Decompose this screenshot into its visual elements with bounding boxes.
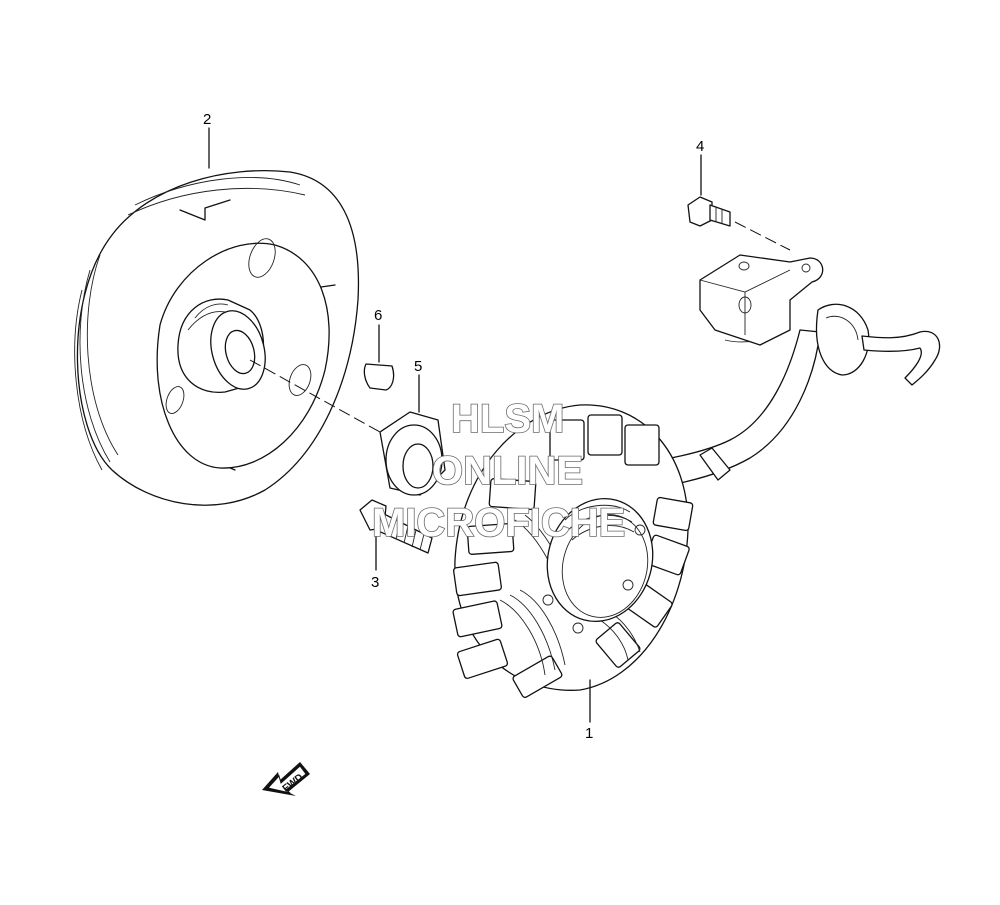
screw-part[interactable] [687, 196, 731, 227]
callout-5: 5 [414, 358, 422, 375]
watermark-line-1: HLSM [451, 397, 564, 441]
bolt-part[interactable] [359, 499, 433, 554]
alignment-line-rotor [249, 359, 381, 433]
rotor-part[interactable] [74, 169, 360, 506]
watermark-line-3: MICROFICHE [372, 501, 625, 545]
watermark-line-2: ONLINE [432, 449, 583, 493]
callout-4: 4 [696, 138, 704, 155]
callout-2: 2 [203, 111, 211, 128]
callout-3: 3 [371, 574, 379, 591]
watermark: HLSM ONLINE MICROFICHE [371, 396, 626, 546]
collar-part[interactable] [379, 411, 446, 496]
fwd-arrow-icon: FWD [262, 762, 310, 796]
stator-part[interactable] [452, 254, 941, 698]
callout-6: 6 [374, 307, 382, 324]
key-part[interactable] [363, 363, 395, 391]
alignment-line-screw [734, 221, 791, 251]
callout-1: 1 [585, 725, 593, 742]
